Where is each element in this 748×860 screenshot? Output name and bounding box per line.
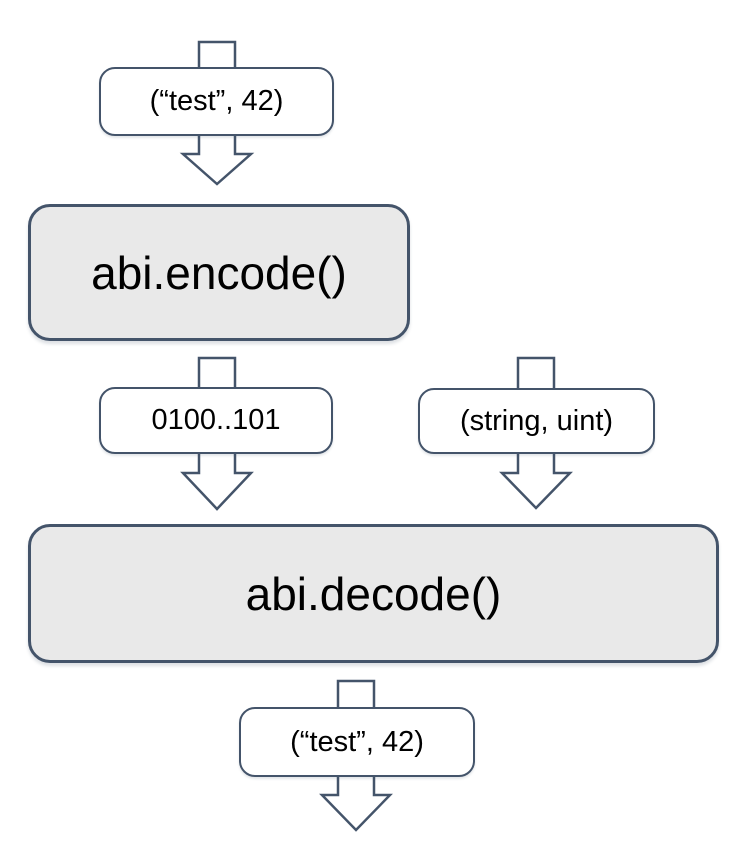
node-input-value-label: (“test”, 42) xyxy=(149,85,284,117)
node-type-signature-label: (string, uint) xyxy=(459,404,614,437)
node-decoded-value: (“test”, 42) xyxy=(239,707,475,777)
node-encoded-bytes: 0100..101 xyxy=(99,387,333,454)
node-input-value: (“test”, 42) xyxy=(99,67,334,136)
node-abi-encode: abi.encode() xyxy=(28,204,410,341)
node-type-signature: (string, uint) xyxy=(418,388,655,454)
node-abi-decode: abi.decode() xyxy=(28,524,719,663)
node-encoded-bytes-label: 0100..101 xyxy=(151,404,281,436)
node-abi-encode-label: abi.encode() xyxy=(91,246,347,299)
node-decoded-value-label: (“test”, 42) xyxy=(290,725,424,758)
node-abi-decode-label: abi.decode() xyxy=(245,567,502,620)
